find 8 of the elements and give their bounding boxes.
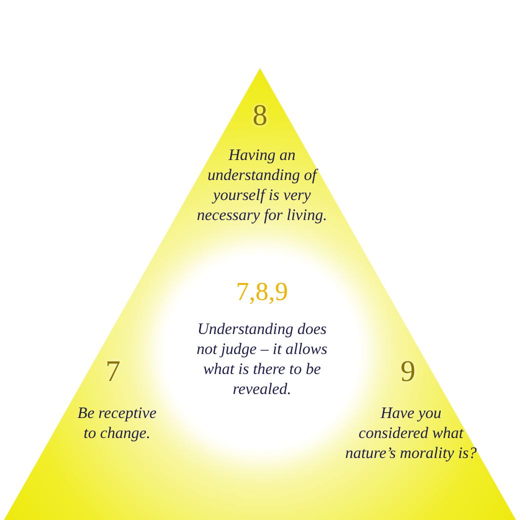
section-number: 9	[400, 356, 416, 388]
center-text: Understanding does not judge – it allows what is there to be revealed.	[196, 320, 328, 400]
section-text: Be receptive to change.	[76, 404, 158, 444]
section-text: Having an understanding of yourself is very necessary for living.	[196, 146, 328, 226]
section-number: 8	[252, 100, 268, 132]
section-number: 7	[104, 356, 122, 388]
section-text: Have you considered what nature’s morality is?	[345, 404, 477, 464]
section-number: 7,8,9	[235, 278, 289, 306]
